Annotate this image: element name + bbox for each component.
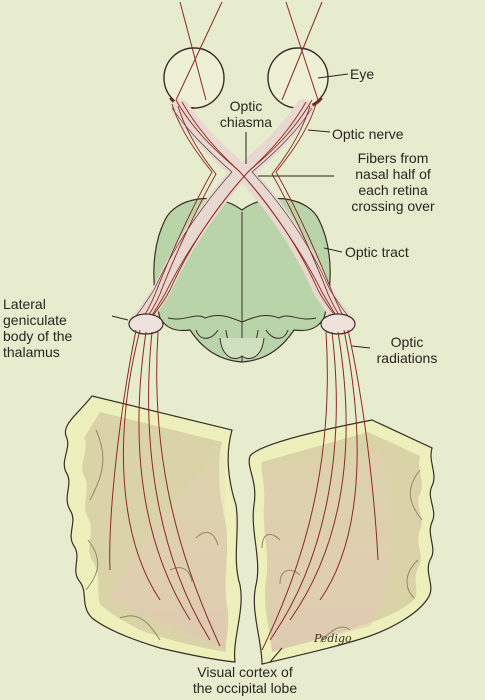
visual-cortex-line1: Visual cortex of bbox=[197, 664, 293, 680]
occipital-lobe-left bbox=[63, 395, 242, 663]
eye-label: Eye bbox=[350, 66, 375, 82]
optic-chiasma-label-line1: Optic bbox=[229, 98, 263, 114]
visual-cortex-label: Visual cortex of the occipital lobe bbox=[170, 664, 320, 696]
optic-radiations-label: Optic radiations bbox=[362, 334, 452, 366]
optic-radiations bbox=[109, 329, 379, 651]
lateral-geniculate-body-right bbox=[320, 313, 356, 335]
fibers-crossing-line4: crossing over bbox=[351, 198, 435, 214]
fibers-crossing-line3: each retina bbox=[358, 182, 428, 198]
light-rays bbox=[175, 1, 323, 101]
artist-signature: Pedigo bbox=[314, 632, 352, 645]
optic-radiations-line1: Optic bbox=[390, 334, 424, 350]
visual-cortex-line2: the occipital lobe bbox=[192, 680, 298, 696]
occipital-lobe-right bbox=[248, 419, 435, 665]
fibers-crossing-line2: nasal half of bbox=[355, 166, 431, 182]
optic-chiasma-label: Optic chiasma bbox=[214, 98, 278, 130]
fibers-crossing-label: Fibers from nasal half of each retina cr… bbox=[334, 150, 452, 214]
lateral-geniculate-line1: Lateral bbox=[3, 296, 46, 312]
optic-chiasma-label-line2: chiasma bbox=[219, 114, 273, 130]
leader-lines bbox=[111, 73, 371, 663]
optic-fibers bbox=[139, 99, 347, 325]
fibers-crossing-line1: Fibers from bbox=[357, 150, 429, 166]
optic-tract-label: Optic tract bbox=[345, 244, 409, 260]
lateral-geniculate-line3: body of the bbox=[3, 328, 73, 344]
lateral-geniculate-line4: thalamus bbox=[3, 344, 60, 360]
brainstem bbox=[153, 197, 331, 363]
lateral-geniculate-body-left bbox=[128, 313, 164, 335]
lateral-geniculate-line2: geniculate bbox=[3, 312, 67, 328]
optic-nerve-label: Optic nerve bbox=[332, 126, 404, 142]
optic-radiations-line2: radiations bbox=[376, 350, 438, 366]
lateral-geniculate-label: Lateral geniculate body of the thalamus bbox=[3, 296, 72, 360]
